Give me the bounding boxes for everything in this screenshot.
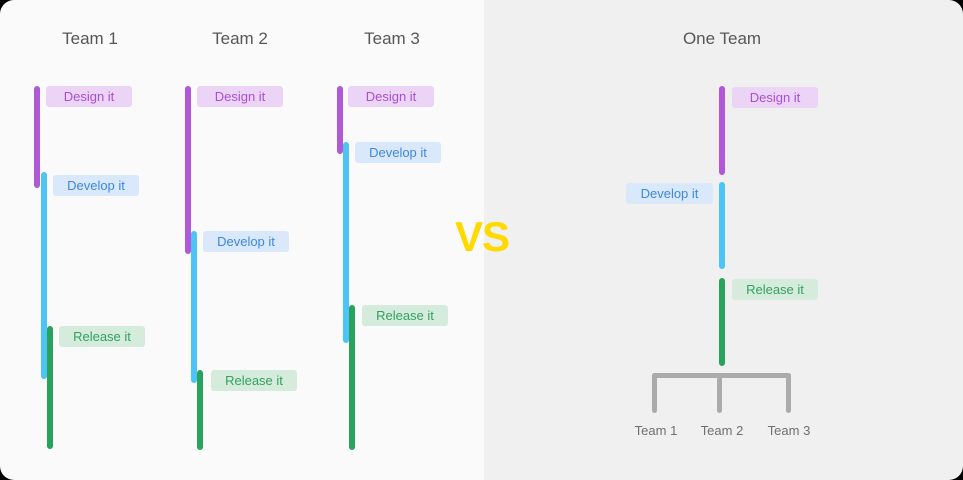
team2-release-label-chip: Release it (211, 370, 297, 391)
team2-release-bar (197, 370, 203, 450)
vs-label: VS (454, 213, 510, 260)
bracket-tick-left (652, 373, 657, 413)
team1-release-label-chip: Release it (59, 326, 145, 347)
team2-develop-bar (191, 231, 197, 383)
team3-release-label-chip: Release it (362, 305, 448, 326)
team3-develop-bar (343, 142, 349, 343)
bracket-label-team-1: Team 1 (634, 423, 678, 438)
team3-develop-label-chip: Develop it (355, 142, 441, 163)
team1-release-bar (47, 326, 53, 449)
bracket-label-team-3: Team 3 (767, 423, 811, 438)
team3-design-label-chip: Design it (348, 86, 434, 107)
team1-design-label-chip: Design it (46, 86, 132, 107)
oneteam-design-bar (719, 86, 725, 175)
bracket-label-team-2: Team 2 (700, 423, 744, 438)
oneteam-release-bar (719, 278, 725, 366)
oneteam-release-label-chip: Release it (732, 279, 818, 300)
team2-develop-label-chip: Develop it (203, 231, 289, 252)
team1-develop-label-chip: Develop it (53, 175, 139, 196)
team2-design-bar (185, 86, 191, 254)
oneteam-develop-bar (719, 182, 725, 269)
team1-develop-bar (41, 172, 47, 379)
team1-design-bar (34, 86, 40, 188)
team3-design-bar (337, 86, 343, 154)
column-title-team-3: Team 3 (364, 29, 420, 48)
team2-design-label-chip: Design it (197, 86, 283, 107)
column-title-team-1: Team 1 (62, 29, 118, 48)
bracket-tick-right (786, 373, 791, 413)
bracket-tick-middle (717, 373, 722, 413)
oneteam-design-label-chip: Design it (732, 87, 818, 108)
column-title-one-team: One Team (682, 29, 762, 48)
oneteam-develop-label-chip: Develop it (626, 183, 713, 204)
column-title-team-2: Team 2 (212, 29, 268, 48)
team3-release-bar (349, 305, 355, 450)
